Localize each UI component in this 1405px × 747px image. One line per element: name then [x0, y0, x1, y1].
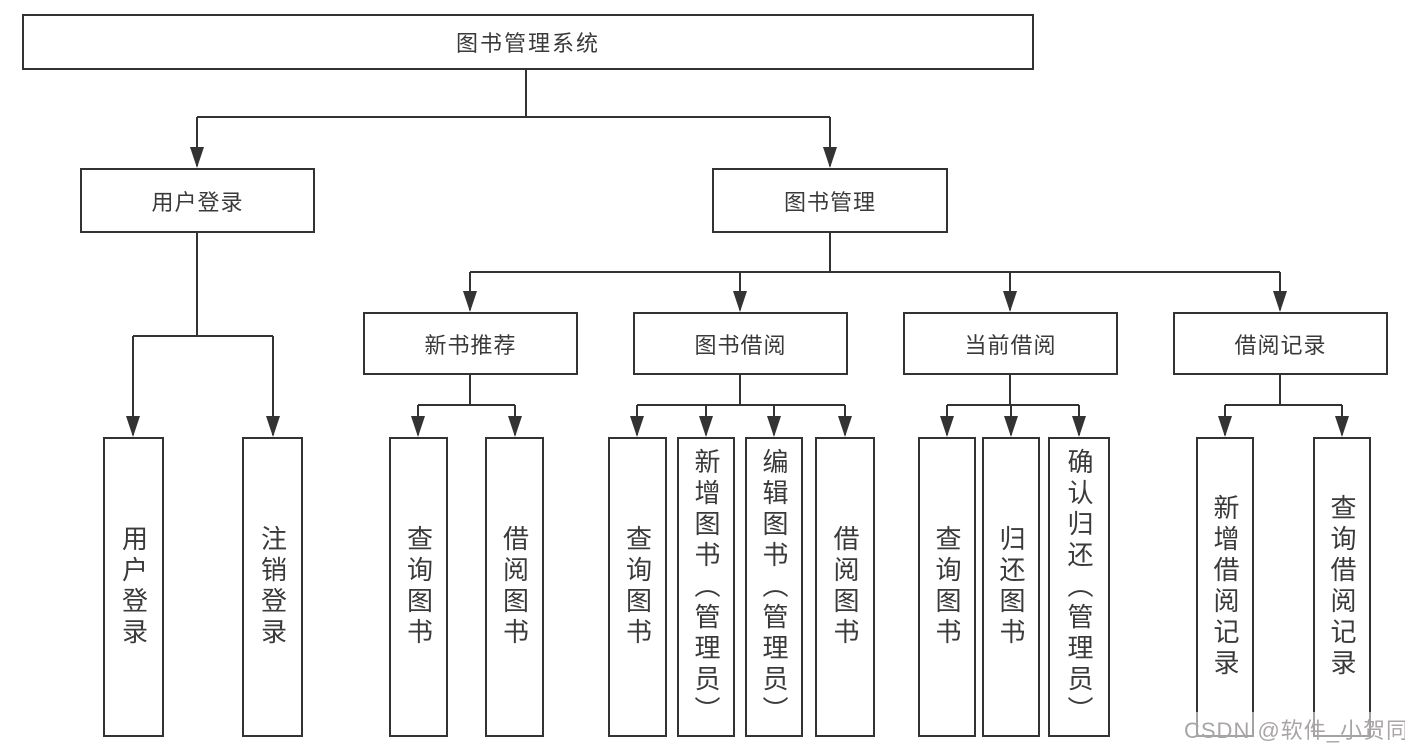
- node-leaf-borrow-books-2: 借阅图书: [815, 437, 875, 737]
- node-user-login: 用户登录: [80, 168, 315, 233]
- node-leaf-query-books-2: 查询图书: [608, 437, 667, 737]
- node-leaf-query-books-1: 查询图书: [389, 437, 448, 737]
- node-leaf-add-borrow-record: 新增借阅记录: [1196, 437, 1254, 737]
- csdn-watermark: CSDN @软件_小贺同学: [1180, 712, 1405, 746]
- node-leaf-query-borrow-record: 查询借阅记录: [1313, 437, 1371, 737]
- node-borrow-records: 借阅记录: [1173, 312, 1388, 375]
- node-leaf-edit-book-admin: 编辑图书（管理员）: [745, 437, 803, 737]
- node-leaf-borrow-books-1: 借阅图书: [485, 437, 544, 737]
- node-root-library-system: 图书管理系统: [22, 14, 1034, 70]
- node-leaf-return-book: 归还图书: [982, 437, 1040, 737]
- node-book-management: 图书管理: [712, 168, 948, 233]
- node-leaf-logout: 注销登录: [242, 437, 303, 737]
- node-leaf-confirm-return-admin: 确认归还（管理员）: [1048, 437, 1110, 737]
- node-new-book-recommend: 新书推荐: [363, 312, 578, 375]
- node-leaf-user-login: 用户登录: [103, 437, 164, 737]
- node-leaf-add-book-admin: 新增图书（管理员）: [677, 437, 735, 737]
- node-book-borrow: 图书借阅: [633, 312, 848, 375]
- node-leaf-query-books-3: 查询图书: [918, 437, 976, 737]
- node-current-borrow: 当前借阅: [903, 312, 1118, 375]
